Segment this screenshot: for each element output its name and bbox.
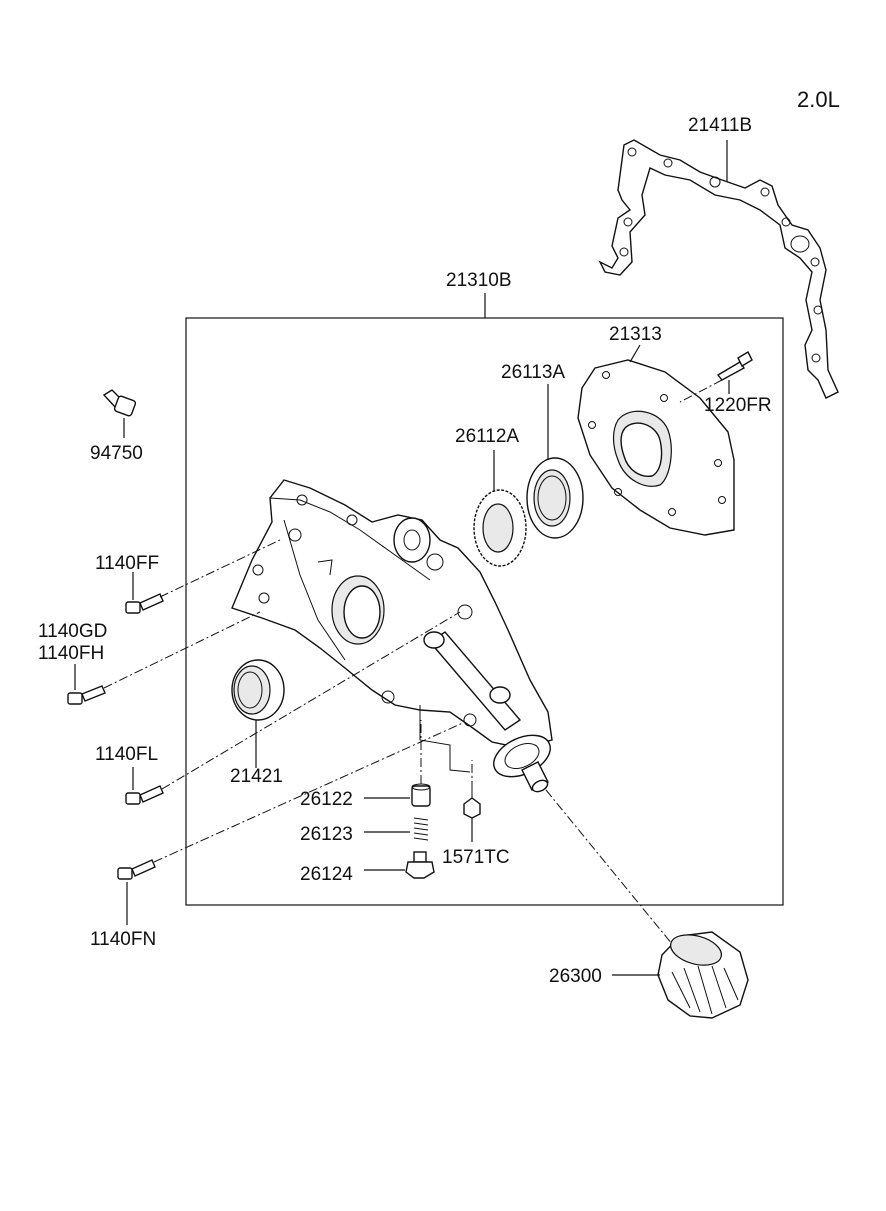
oil-filter-26300[interactable]	[657, 930, 749, 1019]
label-1140GD[interactable]: 1140GD	[38, 621, 107, 642]
cover-plate-21313[interactable]	[577, 359, 735, 536]
label-26122[interactable]: 26122	[300, 789, 353, 810]
front-case-body	[231, 479, 553, 793]
bolt-1140FF[interactable]	[125, 593, 164, 614]
label-26112A[interactable]: 26112A	[455, 426, 519, 447]
label-21411B[interactable]: 21411B	[688, 115, 752, 136]
label-1140FH[interactable]: 1140FH	[38, 643, 104, 664]
bolt-1140GD-1140FH[interactable]	[67, 685, 106, 705]
label-26113A[interactable]: 26113A	[501, 362, 565, 383]
outer-rotor-26113A[interactable]	[526, 457, 584, 539]
label-21421[interactable]: 21421	[230, 766, 283, 787]
fitting-1571TC[interactable]	[463, 790, 481, 819]
label-26123[interactable]: 26123	[300, 824, 353, 845]
plunger-26122[interactable]	[411, 783, 431, 807]
gasket-21411B[interactable]	[598, 139, 839, 399]
oil-seal-21421[interactable]	[231, 659, 285, 721]
label-1220FR[interactable]: 1220FR	[704, 395, 772, 416]
label-1140FL[interactable]: 1140FL	[95, 744, 158, 765]
screw-1220FR[interactable]	[716, 351, 753, 381]
label-21313[interactable]: 21313	[609, 324, 662, 345]
bolt-1140FL[interactable]	[125, 785, 164, 805]
bolt-1140FN[interactable]	[117, 859, 156, 880]
label-1140FN[interactable]: 1140FN	[90, 929, 156, 950]
label-94750[interactable]: 94750	[90, 443, 143, 464]
sensor-94750[interactable]	[102, 389, 137, 417]
label-21310B[interactable]: 21310B	[446, 270, 512, 291]
label-26124[interactable]: 26124	[300, 864, 353, 885]
plug-26124[interactable]	[405, 851, 435, 879]
engine-label: 2.0L	[797, 87, 840, 112]
inner-rotor-26112A[interactable]	[473, 489, 527, 567]
spring-26123[interactable]	[413, 817, 429, 841]
label-26300[interactable]: 26300	[549, 966, 602, 987]
label-1140FF[interactable]: 1140FF	[95, 553, 159, 574]
label-1571TC[interactable]: 1571TC	[442, 847, 510, 868]
